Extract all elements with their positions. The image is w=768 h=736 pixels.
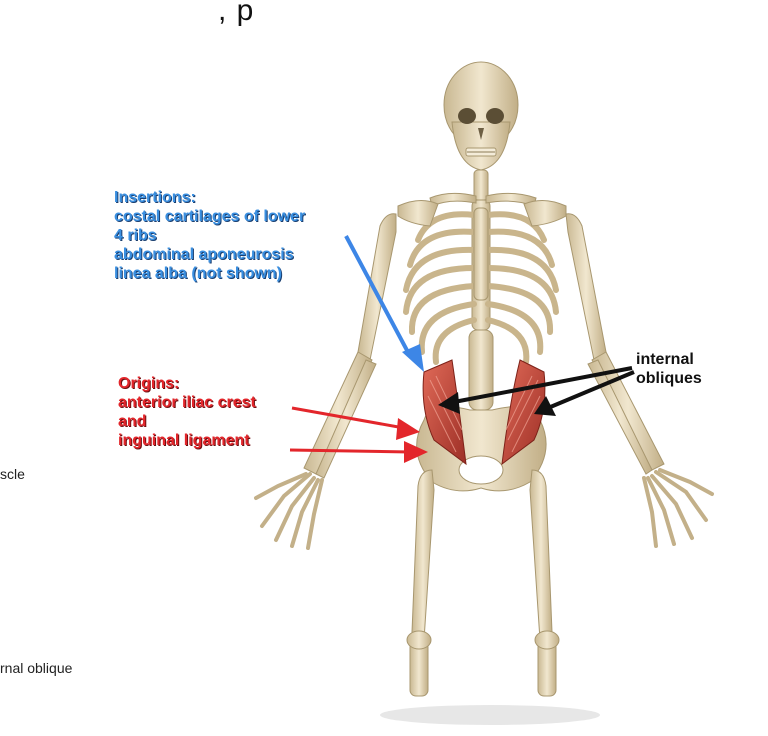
internal-obliques-label: internal obliques [636,350,702,388]
origins-label: Origins: anterior iliac crest and inguin… [118,374,256,450]
sternum [473,207,489,301]
skull [443,61,519,171]
insertions-line: 4 ribs [114,227,157,244]
origins-line: and [118,413,147,430]
left-internal-oblique-muscle [422,359,467,466]
insertions-label: Insertions: costal cartilages of lower 4… [114,188,305,283]
ribcage [403,211,559,365]
right-femur [529,469,553,641]
insertions-line: abdominal aponeurosis [114,246,294,263]
origins-line: inguinal ligament [118,432,250,449]
right-forearm-2 [587,359,653,475]
right-humerus [565,213,607,361]
origins-line: Origins: [118,375,180,392]
left-shoulder [397,200,439,227]
skeleton [254,61,714,697]
left-clavicle [429,192,477,207]
floor-shadow [380,705,600,725]
origins-line: anterior iliac crest [118,394,256,411]
left-hand [254,472,324,550]
origins-arrows [289,406,428,463]
internal-obliques-line: obliques [636,370,702,387]
insertions-line: Insertions: [114,189,196,206]
side-label-external-oblique: rnal oblique [0,660,73,676]
internal-obliques-line: internal [636,351,694,368]
right-hand [642,468,714,548]
insertions-line: linea alba (not shown) [114,265,283,282]
insertions-line: costal cartilages of lower [114,208,306,225]
side-label-muscle: scle [0,466,25,482]
right-shoulder [523,200,567,227]
internal-obliques-arrows [438,366,635,416]
insertions-arrow [344,235,424,372]
left-humerus [357,213,397,361]
left-femur [411,469,435,641]
cropped-heading-text: , p [218,0,255,27]
